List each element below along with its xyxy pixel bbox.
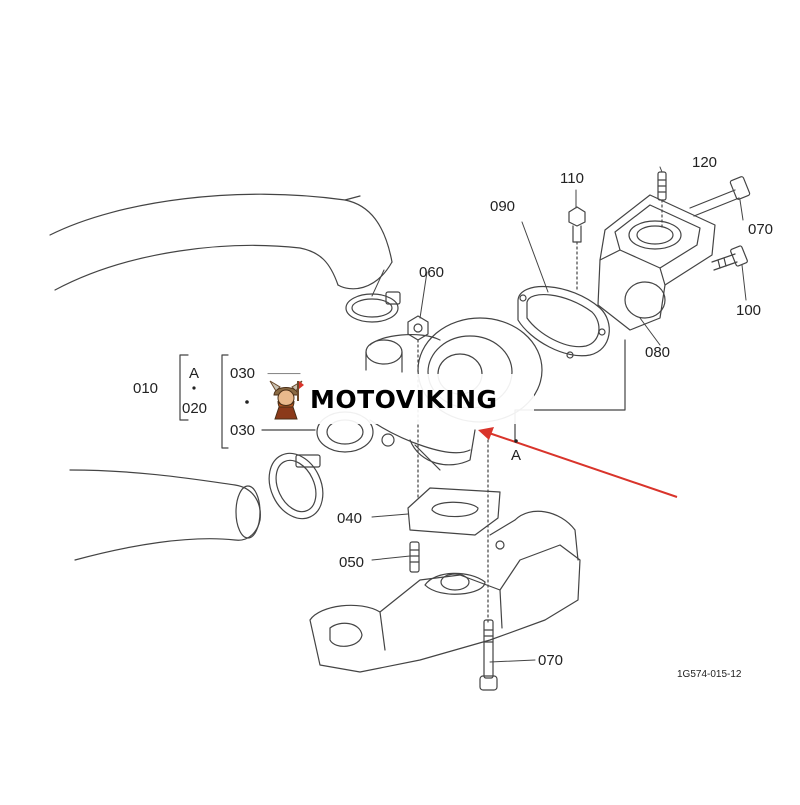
logo-text: MOTOVIKING xyxy=(310,384,498,414)
bolt-100 xyxy=(711,245,748,271)
label-030-top: 030 xyxy=(230,365,255,382)
gasket-040 xyxy=(407,487,501,536)
upper-intake-hose xyxy=(49,193,393,291)
bolt-070-lower xyxy=(479,619,498,691)
bolt-070-upper xyxy=(689,176,751,217)
nut-060 xyxy=(407,315,429,341)
viking-mascot-icon xyxy=(262,374,310,424)
label-100: 100 xyxy=(736,302,761,319)
label-030-bottom: 030 xyxy=(230,422,255,439)
label-060: 060 xyxy=(419,264,444,281)
label-110: 110 xyxy=(560,170,584,187)
label-040: 040 xyxy=(337,510,362,527)
bolt-110 xyxy=(568,206,586,243)
ref-dot xyxy=(245,400,249,404)
label-020: 020 xyxy=(182,400,207,417)
label-090: 090 xyxy=(490,198,515,215)
red-pointer-arrow xyxy=(478,427,678,498)
stud-120 xyxy=(657,171,667,201)
label-070-top: 070 xyxy=(748,221,773,238)
lower-intake-hose xyxy=(69,469,261,561)
motoviking-logo: MOTOVIKING xyxy=(262,374,534,424)
ref-dot xyxy=(514,439,518,443)
label-070-bottom: 070 xyxy=(538,652,563,669)
label-ref-a-left: A xyxy=(189,365,199,382)
label-050: 050 xyxy=(339,554,364,571)
label-ref-a-right: A xyxy=(511,447,521,464)
lower-hose-clamp xyxy=(268,452,324,520)
label-080: 080 xyxy=(645,344,670,361)
exhaust-elbow-080 xyxy=(597,194,716,331)
gasket-090 xyxy=(517,285,610,359)
ref-dot xyxy=(192,386,196,390)
drawing-number: 1G574-015-12 xyxy=(677,669,742,680)
upper-hose-clamp xyxy=(345,291,401,323)
stud-050 xyxy=(409,541,420,573)
label-120: 120 xyxy=(692,154,717,171)
label-010: 010 xyxy=(133,380,158,397)
reference-a-lines xyxy=(514,339,626,441)
leader-lines xyxy=(371,166,747,663)
exhaust-manifold xyxy=(309,510,581,673)
